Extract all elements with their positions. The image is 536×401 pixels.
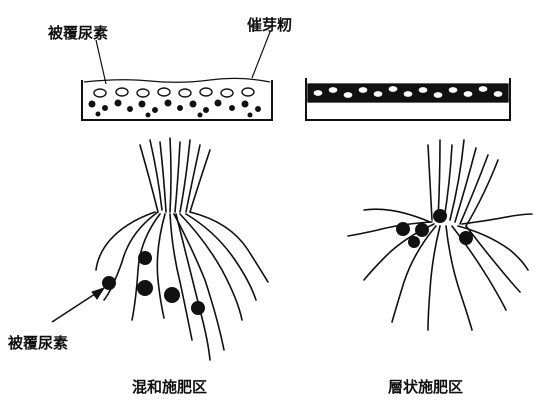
label-layered-application-zone: 層状施肥区 — [388, 376, 463, 397]
root-icon — [348, 140, 532, 330]
label-coated-urea-bottom: 被覆尿素 — [8, 332, 68, 353]
label-coated-urea-top: 被覆尿素 — [48, 22, 108, 43]
arrow-icon — [52, 288, 104, 322]
coated-urea-granules-mixed — [89, 88, 261, 117]
pointer-line-seedling — [252, 32, 270, 78]
pointer-line-coated — [96, 40, 106, 84]
label-seedling-box: 催芽籾 — [247, 14, 292, 35]
label-mixed-application-zone: 混和施肥区 — [132, 376, 207, 397]
fertilizer-granule-icon — [102, 251, 205, 315]
seedling-tray-mixed — [82, 78, 272, 120]
root-icon — [96, 138, 268, 360]
coated-urea-layer — [308, 84, 508, 102]
